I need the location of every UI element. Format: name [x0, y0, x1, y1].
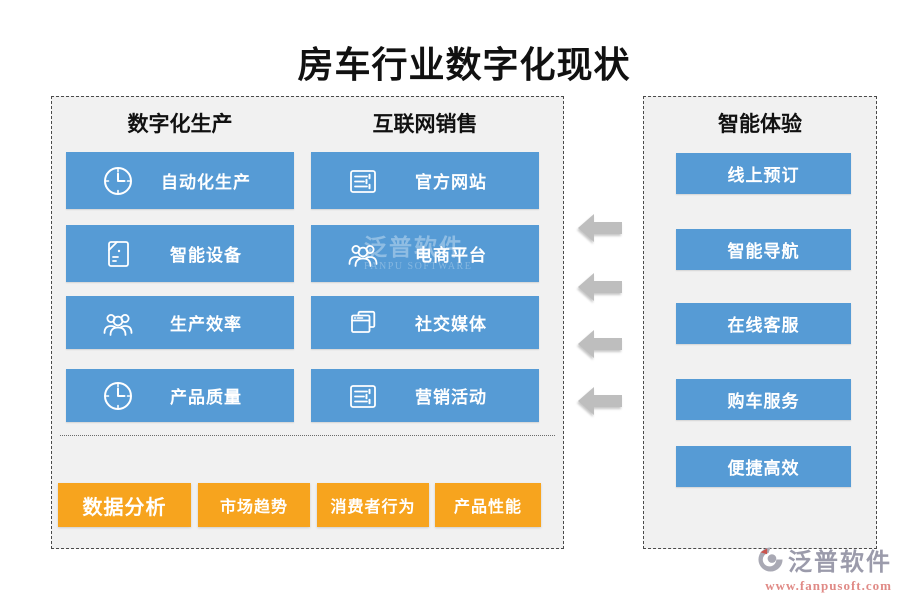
button-label: 生产效率: [170, 315, 242, 334]
button-product-performance[interactable]: 产品性能: [435, 483, 541, 527]
button-data-analysis[interactable]: 数据分析: [58, 483, 191, 527]
watermark-brand: 泛普软件: [788, 550, 892, 576]
button-label: 营销活动: [415, 388, 487, 407]
button-market-trends[interactable]: 市场趋势: [198, 483, 310, 527]
button-product-quality[interactable]: 产品质量: [66, 369, 294, 422]
button-online-customer-service[interactable]: 在线客服: [676, 303, 851, 344]
column-header-digital-production: 数字化生产: [127, 112, 233, 136]
button-label: 智能设备: [170, 246, 242, 265]
button-official-website[interactable]: 官方网站: [311, 152, 539, 209]
button-label: 产品质量: [170, 388, 242, 407]
watermark-url: www.fanpusoft.com: [765, 578, 892, 593]
clock-icon: [100, 378, 136, 414]
list-panel-icon: [345, 378, 381, 414]
column-header-smart-experience: 智能体验: [718, 112, 802, 136]
button-social-media[interactable]: 社交媒体: [311, 296, 539, 349]
production-sales-panel: 数字化生产 互联网销售 自动化生产 智能设备 生产效率 产品质量: [51, 96, 564, 549]
button-label: 官方网站: [415, 173, 487, 192]
button-marketing-activity[interactable]: 营销活动: [311, 369, 539, 422]
list-panel-icon: [345, 163, 381, 199]
left-arrow-icon: [578, 387, 622, 415]
left-arrow-icon: [578, 330, 622, 358]
users-icon: [100, 305, 136, 341]
clock-icon: [100, 163, 136, 199]
button-smart-navigation[interactable]: 智能导航: [676, 229, 851, 270]
fanpu-logo-icon: [757, 546, 784, 573]
left-arrow-icon: [578, 214, 622, 242]
button-online-booking[interactable]: 线上预订: [676, 153, 851, 194]
button-production-efficiency[interactable]: 生产效率: [66, 296, 294, 349]
button-label: 电商平台: [415, 246, 487, 265]
device-icon: [100, 236, 136, 272]
button-car-purchase-service[interactable]: 购车服务: [676, 379, 851, 420]
button-ecommerce-platform[interactable]: 电商平台: [311, 225, 539, 282]
left-arrow-icon: [578, 273, 622, 301]
dotted-divider: [60, 435, 555, 436]
watermark-corner: 泛普软件 www.fanpusoft.com: [757, 542, 892, 594]
button-automated-production[interactable]: 自动化生产: [66, 152, 294, 209]
button-label: 社交媒体: [415, 315, 487, 334]
button-label: 自动化生产: [161, 173, 251, 192]
smart-experience-panel: 智能体验 线上预订 智能导航 在线客服 购车服务 便捷高效: [643, 96, 877, 549]
button-convenient-efficient[interactable]: 便捷高效: [676, 446, 851, 487]
users-icon: [345, 236, 381, 272]
browser-windows-icon: [345, 305, 381, 341]
column-header-internet-sales: 互联网销售: [372, 112, 478, 136]
button-smart-equipment[interactable]: 智能设备: [66, 225, 294, 282]
page-title: 房车行业数字化现状: [297, 45, 631, 85]
button-consumer-behavior[interactable]: 消费者行为: [317, 483, 429, 527]
